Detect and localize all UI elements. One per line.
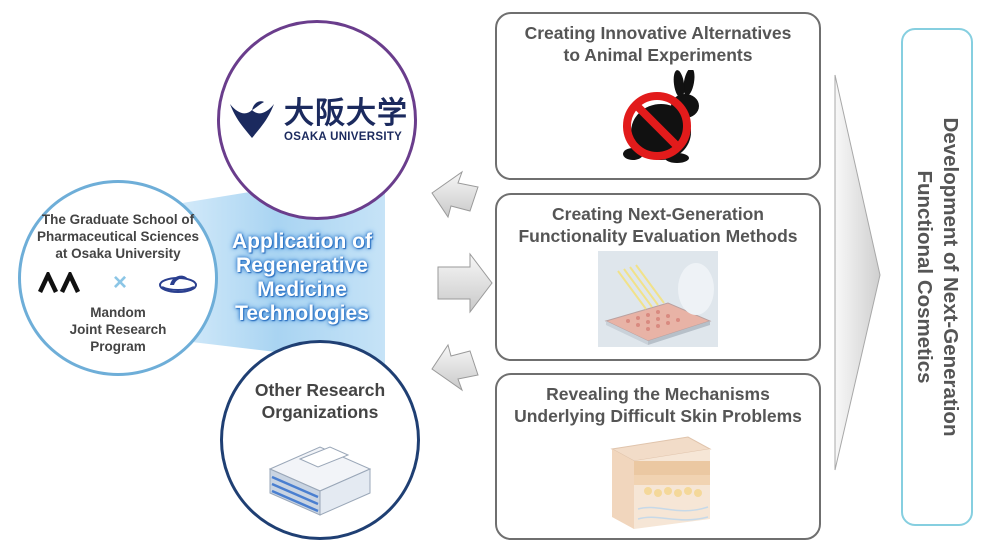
arrow-lower xyxy=(431,343,479,392)
big-arrow xyxy=(834,74,881,471)
joint-heading: The Graduate School of Pharmaceutical Sc… xyxy=(36,212,200,261)
lab-plate-icon xyxy=(598,251,718,347)
osaka-university-circle: 大阪大学 OSAKA UNIVERSITY xyxy=(217,20,417,220)
result-label: Development of Next-Generation Functiona… xyxy=(913,117,962,437)
box-animal-alternatives: Creating Innovative Alternatives to Anim… xyxy=(495,12,821,180)
application-label: Application of Regenerative Medicine Tec… xyxy=(232,230,372,325)
box-skin-mechanisms: Revealing the Mechanisms Underlying Diff… xyxy=(495,373,821,540)
osaka-logo: 大阪大学 OSAKA UNIVERSITY xyxy=(226,97,408,143)
skin-cross-section-icon xyxy=(610,436,712,529)
school-logo-icon xyxy=(158,275,197,293)
other-org-label: Other Research Organizations xyxy=(254,380,386,422)
osaka-english: OSAKA UNIVERSITY xyxy=(284,131,403,143)
box-evaluation-methods: Creating Next-Generation Functionality E… xyxy=(495,193,821,361)
joint-program: Mandom Joint Research Program xyxy=(69,305,167,354)
osaka-ginkgo-icon xyxy=(230,101,274,138)
arrow-upper xyxy=(431,170,479,219)
joint-research-circle: The Graduate School of Pharmaceutical Sc… xyxy=(18,180,218,376)
result-box: Development of Next-Generation Functiona… xyxy=(901,28,973,526)
arrow-middle xyxy=(437,252,493,314)
no-rabbit-icon xyxy=(623,68,699,163)
osaka-kanji: 大阪大学 xyxy=(284,97,408,130)
mandom-logo-icon xyxy=(38,272,81,293)
building-icon xyxy=(268,446,372,516)
other-organizations-circle: Other Research Organizations xyxy=(220,340,420,540)
cross-symbol: × xyxy=(112,269,127,296)
